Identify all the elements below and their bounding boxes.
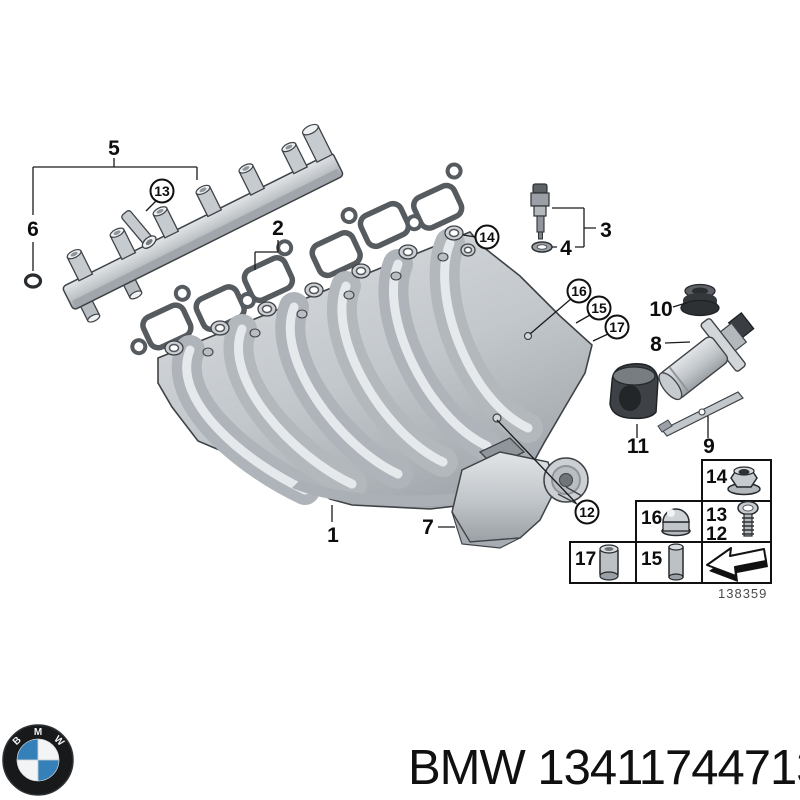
legend-cell-13-12 <box>701 500 772 543</box>
legend-label-15: 15 <box>641 549 663 570</box>
callout-6: 6 <box>27 218 39 241</box>
circled-callouts: 13 14 16 15 17 12 <box>149 178 630 525</box>
diagram-number: 138359 <box>718 586 767 601</box>
callout-circle-16: 16 <box>566 278 592 304</box>
seal-ring-drawing <box>23 273 43 289</box>
svg-text:12: 12 <box>579 504 595 520</box>
callout-circle-14: 14 <box>474 224 500 250</box>
manifold-gaskets-drawing <box>130 162 465 356</box>
fuel-rail-bar <box>62 152 344 310</box>
fuel-rail-shade <box>72 168 341 309</box>
vent-pipe-drawing <box>121 210 157 249</box>
legend-label-16: 16 <box>641 508 662 529</box>
bmw-logo-quadrants <box>16 738 60 782</box>
manifold-flange-lugs <box>164 225 533 423</box>
callout-2: 2 <box>272 217 284 240</box>
callout-circle-17: 17 <box>604 314 630 340</box>
svg-text:17: 17 <box>609 319 625 335</box>
plain-callouts: 5 6 2 3 4 10 8 11 9 7 1 <box>27 137 715 547</box>
legend-table: 14 16 13 12 17 15 <box>569 459 772 584</box>
callout-circle-15: 15 <box>586 295 612 321</box>
exploded-parts-diagram: 5 6 2 3 4 10 8 11 9 7 1 13 14 16 15 17 <box>23 123 772 601</box>
callout-1: 1 <box>327 524 339 547</box>
cap-nut-icon <box>661 508 691 537</box>
callout-9: 9 <box>703 435 715 458</box>
rubber-mount-drawing <box>609 363 659 420</box>
bmw-logo: B M W <box>2 724 74 796</box>
direction-arrow-icon <box>706 547 768 582</box>
temperature-sensor-drawing <box>530 183 550 240</box>
callout-11: 11 <box>627 435 650 458</box>
legend-label-13: 13 <box>706 505 727 526</box>
part-number-text: BMW 13411744713 <box>408 741 800 795</box>
fuel-rail-ports <box>66 123 334 282</box>
fuel-rail-drawing <box>62 123 344 323</box>
leader-lines <box>32 158 709 528</box>
svg-text:16: 16 <box>571 283 587 299</box>
rubber-grommet-drawing <box>680 283 720 317</box>
callout-circle-12: 12 <box>574 499 600 525</box>
legend-label-17: 17 <box>575 549 596 570</box>
svg-text:13: 13 <box>154 183 170 199</box>
svg-text:14: 14 <box>479 229 495 245</box>
callout-circle-13: 13 <box>149 178 175 204</box>
callout-3: 3 <box>600 219 612 242</box>
flange-nut-icon <box>727 466 761 496</box>
adjusting-unit-drawing <box>451 437 589 549</box>
legend-label-14: 14 <box>706 467 728 488</box>
long-sleeve-icon <box>668 543 684 581</box>
callout-7: 7 <box>422 516 434 539</box>
callout-8: 8 <box>650 333 662 356</box>
svg-text:M: M <box>34 727 42 738</box>
support-bracket-drawing <box>657 391 744 437</box>
short-sleeve-icon <box>599 544 619 581</box>
callout-10: 10 <box>649 298 672 321</box>
idle-valve-drawing <box>658 312 755 401</box>
callout-5: 5 <box>108 137 120 160</box>
legend-label-12: 12 <box>706 524 727 545</box>
screw-icon <box>737 500 759 537</box>
callout-4: 4 <box>560 237 572 260</box>
sensor-washer-drawing <box>531 241 553 253</box>
svg-text:15: 15 <box>591 300 607 316</box>
manifold-runners <box>171 228 543 505</box>
intake-manifold-drawing <box>157 225 593 510</box>
